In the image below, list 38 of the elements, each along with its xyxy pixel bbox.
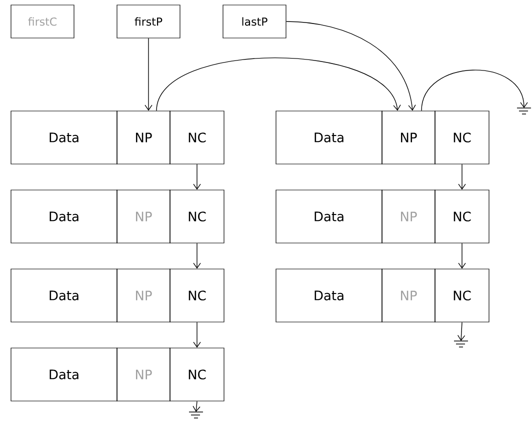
label-box: firstP [116,4,180,38]
arrow [193,242,201,269]
record-cell: NP [116,110,170,164]
record-cell: NC [434,110,490,164]
record-cell: NP [382,268,436,322]
arrow [457,322,466,341]
arrow [458,164,466,190]
record-cell: NP [382,190,436,244]
arrow [421,70,528,112]
arrow [193,164,201,190]
arrow [286,21,416,111]
record-cell: Data [276,110,382,164]
record-cell: NC [170,348,224,402]
ground-symbol [516,108,532,114]
ground-symbol [188,412,204,418]
label-box: lastP [222,4,286,38]
record-cell: NP [116,268,170,322]
record-cell: NC [434,268,490,322]
record-cell: Data [10,190,118,244]
arrow [458,242,466,269]
record-cell: NP [116,190,170,244]
record-cell: NP [116,348,170,402]
record-cell: Data [10,110,118,164]
record-cell: Data [10,348,118,402]
record-cell: Data [10,268,118,322]
label-box: firstC [10,4,74,38]
record-cell: NP [382,110,436,164]
record-cell: Data [276,268,382,322]
arrow [144,38,152,111]
arrow [192,400,200,412]
ground-symbol [454,340,468,348]
record-cell: NC [434,190,490,244]
record-cell: NC [170,268,224,322]
record-cell: Data [276,190,382,244]
arrow [156,57,401,112]
record-cell: NC [170,190,224,244]
arrow [193,322,201,348]
record-cell: NC [170,110,224,164]
